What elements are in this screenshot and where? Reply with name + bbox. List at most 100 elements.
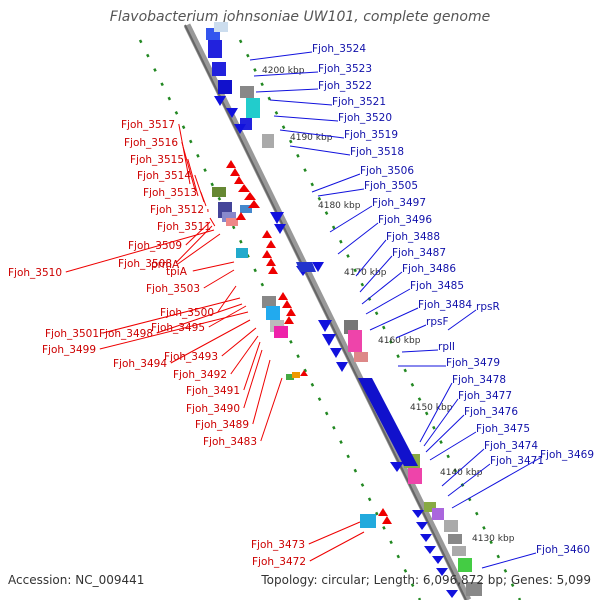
left-gene-label: Fjoh_3495 <box>151 322 205 334</box>
left-label-leader <box>217 285 237 313</box>
left-label-leader <box>209 217 216 227</box>
right-label-leader <box>419 382 453 443</box>
reverse-gene-arrow <box>278 292 288 300</box>
left-gene-label: Fjoh_3490 <box>186 403 240 415</box>
right-label-leader <box>337 222 379 255</box>
right-gene-label: Fjoh_3523 <box>318 63 372 75</box>
right-gene-labels: Fjoh_3524Fjoh_3523Fjoh_3522Fjoh_3521Fjoh… <box>249 43 594 569</box>
kbp-tick-label: 4140 kbp <box>440 468 483 478</box>
reverse-gene-arrow <box>238 184 250 192</box>
right-gene-label: Fjoh_3519 <box>344 129 398 141</box>
left-label-leader <box>192 261 235 272</box>
forward-gene-arrow <box>420 534 432 542</box>
gene-box <box>466 582 482 596</box>
reverse-gene-arrow <box>284 316 294 324</box>
right-label-leader <box>255 88 319 93</box>
left-gene-label: Fjoh_3493 <box>164 351 218 363</box>
right-gene-label: Fjoh_3520 <box>338 112 392 124</box>
right-label-leader <box>395 324 427 339</box>
right-label-leader <box>423 398 459 447</box>
right-label-leader <box>269 99 333 106</box>
left-gene-label: Fjoh_3500 <box>160 307 214 319</box>
reverse-gene-arrow <box>266 258 276 266</box>
right-gene-label: Fjoh_3478 <box>452 374 506 386</box>
forward-gene-arrow <box>234 124 246 134</box>
forward-gene-arrow <box>412 510 424 518</box>
gene-box <box>292 372 300 378</box>
right-label-leader <box>329 205 373 233</box>
left-gene-label: Fjoh_3508 <box>118 258 172 270</box>
right-gene-label: Fjoh_3487 <box>392 247 446 259</box>
right-gene-label: Fjoh_3496 <box>378 214 432 226</box>
right-label-leader <box>359 255 393 293</box>
left-gene-label: Fjoh_3491 <box>186 385 240 397</box>
forward-gene-arrow <box>214 96 226 106</box>
gene-box <box>262 134 274 148</box>
right-gene-label: Fjoh_3518 <box>350 146 404 158</box>
left-gene-label: Fjoh_3514 <box>137 170 191 182</box>
forward-gene-arrow <box>446 590 458 598</box>
left-label-leader <box>156 303 243 334</box>
reverse-gene-arrow <box>248 200 260 208</box>
gene-box <box>218 80 232 94</box>
left-gene-label: tpiA <box>166 266 188 278</box>
forward-gene-block <box>296 262 316 272</box>
right-gene-label: Fjoh_3471 <box>490 455 544 467</box>
right-label-leader <box>401 349 439 353</box>
right-label-leader <box>317 188 365 197</box>
left-label-leader <box>309 531 365 562</box>
gene-box <box>212 62 226 76</box>
left-label-leader <box>203 269 235 289</box>
gene-box <box>212 187 226 197</box>
gene-box <box>286 374 294 380</box>
reverse-gene-arrow <box>266 240 276 248</box>
gene-box <box>448 534 462 544</box>
left-gene-label: Fjoh_3494 <box>113 358 167 370</box>
right-label-leader <box>447 309 477 331</box>
left-label-leader <box>170 319 251 364</box>
left-gene-label: Fjoh_3516 <box>124 137 178 149</box>
left-label-leader <box>243 341 261 391</box>
reverse-gene-arrow <box>236 212 246 220</box>
right-label-leader <box>273 115 339 122</box>
right-label-leader <box>425 414 465 453</box>
genome-axis-edge <box>184 24 467 600</box>
left-label-leader <box>252 359 271 425</box>
forward-gene-arrow <box>274 224 286 234</box>
forward-gene-arrow <box>416 522 428 530</box>
right-gene-label: Fjoh_3486 <box>402 263 456 275</box>
right-gene-label: Fjoh_3484 <box>418 299 472 311</box>
left-gene-label: Fjoh_3472 <box>252 556 306 568</box>
left-label-leader <box>243 349 263 409</box>
reverse-gene-arrow <box>262 230 272 238</box>
gene-box <box>240 86 254 98</box>
forward-gene-arrow <box>270 212 284 224</box>
gene-box <box>274 326 288 338</box>
gene-box <box>246 98 260 118</box>
genome-axis-line <box>183 23 472 600</box>
gene-features <box>206 22 482 598</box>
kbp-tick-label: 4180 kbp <box>318 201 361 211</box>
reverse-gene-arrow <box>262 250 272 258</box>
left-gene-label: Fjoh_3515 <box>130 154 184 166</box>
left-gene-label: Fjoh_3489 <box>195 419 249 431</box>
topology-text: Topology: circular; Length: 6,096,872 bp… <box>261 573 591 587</box>
forward-gene-arrow <box>336 362 348 372</box>
right-gene-label: Fjoh_3497 <box>372 197 426 209</box>
right-label-leader <box>279 129 345 139</box>
left-label-leader <box>187 158 199 197</box>
right-gene-label: Fjoh_3505 <box>364 180 418 192</box>
left-label-leader <box>178 123 191 185</box>
left-label-leader <box>308 521 361 545</box>
right-gene-label: Fjoh_3469 <box>540 449 594 461</box>
gene-box <box>226 218 238 226</box>
gene-box <box>458 558 472 572</box>
right-gene-label: Fjoh_3474 <box>484 440 538 452</box>
left-gene-label: Fjoh_3499 <box>42 344 96 356</box>
left-label-leader <box>260 377 283 442</box>
reverse-gene-arrow <box>300 370 308 376</box>
left-gene-label: Fjoh_3511 <box>157 221 211 233</box>
forward-gene-arrow <box>390 462 404 472</box>
